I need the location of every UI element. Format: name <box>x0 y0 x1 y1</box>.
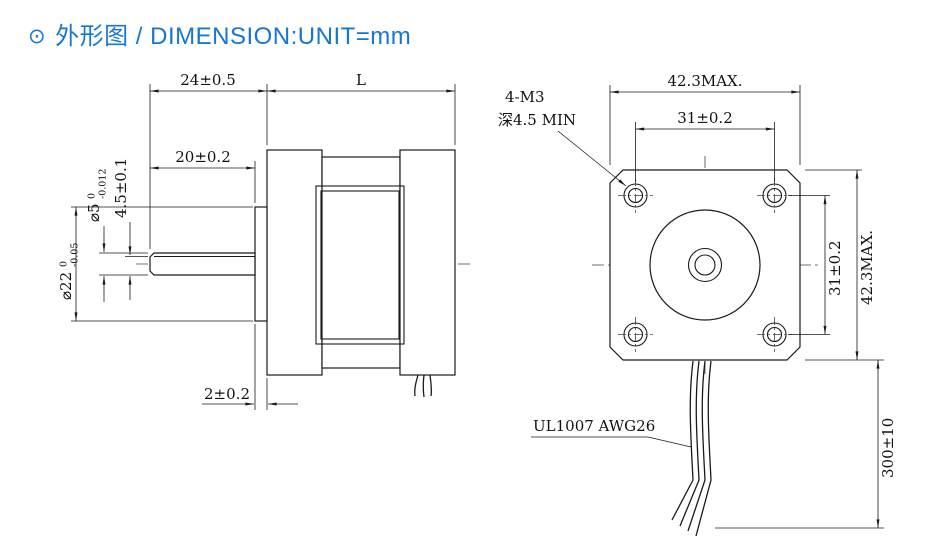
shaft-dia-tol-lower: -0.012 <box>98 169 109 199</box>
dim-label-24: 24±0.5 <box>180 71 236 89</box>
front-circles <box>649 209 761 321</box>
dim-height-max: 42.3MAX. <box>805 169 884 361</box>
boss-dia-tol-upper: 0 <box>59 261 70 267</box>
mounting-hole-tl <box>618 178 653 213</box>
shaft-flat-label: 4.5±0.1 <box>112 158 130 218</box>
dim-label-height: 42.3MAX. <box>858 230 876 305</box>
mounting-hole-bl <box>618 317 653 352</box>
dim-lead-length: 300±10 <box>715 360 897 529</box>
mounting-hole-tr <box>757 178 792 213</box>
pilot-boss-circle <box>649 209 761 321</box>
shaft-dia-tol-upper: 0 <box>87 193 98 199</box>
dim-shaft-length: 20±0.2 <box>150 148 256 203</box>
dim-shaft-extension: 24±0.5 L <box>149 71 456 249</box>
lead-wires <box>671 360 712 537</box>
dim-label-lead-length: 300±10 <box>879 418 897 478</box>
boss-dia-tol-lower: -0.05 <box>70 243 81 267</box>
mounting-holes <box>618 178 792 352</box>
wire-spec-callout: UL1007 AWG26 <box>531 417 692 448</box>
dim-label-width: 42.3MAX. <box>667 72 742 90</box>
dim-boss-diameter: ⌀22 0 -0.05 <box>57 206 253 322</box>
hole-callout-line2: 深4.5 MIN <box>498 111 576 129</box>
side-view-wires <box>414 374 433 398</box>
hole-callout: 4-M3 深4.5 MIN <box>498 88 627 187</box>
shaft-dia-label: ⌀5 <box>85 203 103 222</box>
mounting-hole-br <box>757 317 792 352</box>
motor-body-side <box>266 149 456 376</box>
dim-label-pitch-h: 31±0.2 <box>677 109 733 127</box>
dim-label-pitch-v: 31±0.2 <box>826 240 844 296</box>
hole-callout-leader <box>557 130 627 187</box>
title-bullet-icon: ⊙ <box>28 25 47 48</box>
front-view: 42.3MAX. 31±0.2 4-M3 深4.5 MIN <box>498 72 897 537</box>
side-view: 24±0.5 L 20±0.2 ⌀5 0 -0.012 <box>57 71 470 410</box>
bearing-circle <box>687 247 723 283</box>
dim-hole-pitch-h: 31±0.2 <box>635 109 775 182</box>
hole-callout-line1: 4-M3 <box>505 88 545 106</box>
stator-window-outer <box>315 185 405 345</box>
motor-shaft <box>149 252 256 276</box>
dim-shaft-diameter: ⌀5 0 -0.012 <box>85 169 148 302</box>
title-text: 外形图 / DIMENSION:UNIT=mm <box>55 23 412 50</box>
boss-dia-label: ⌀22 <box>57 272 75 300</box>
shaft-circle <box>694 254 716 276</box>
dim-width-max: 42.3MAX. <box>609 72 801 165</box>
dim-hole-pitch-v: 31±0.2 <box>788 195 844 335</box>
dim-label-20: 20±0.2 <box>175 148 231 166</box>
stator-window-inner <box>320 190 400 340</box>
dim-boss-height: 2±0.2 <box>202 324 298 410</box>
dim-shaft-flat: 4.5±0.1 <box>112 158 148 300</box>
pilot-boss <box>254 206 268 322</box>
wire-spec-label: UL1007 AWG26 <box>533 417 655 435</box>
dim-label-L: L <box>356 71 366 89</box>
page-title: ⊙ 外形图 / DIMENSION:UNIT=mm <box>28 16 411 51</box>
wire-spec-leader <box>647 436 692 448</box>
dim-label-2: 2±0.2 <box>204 385 250 403</box>
